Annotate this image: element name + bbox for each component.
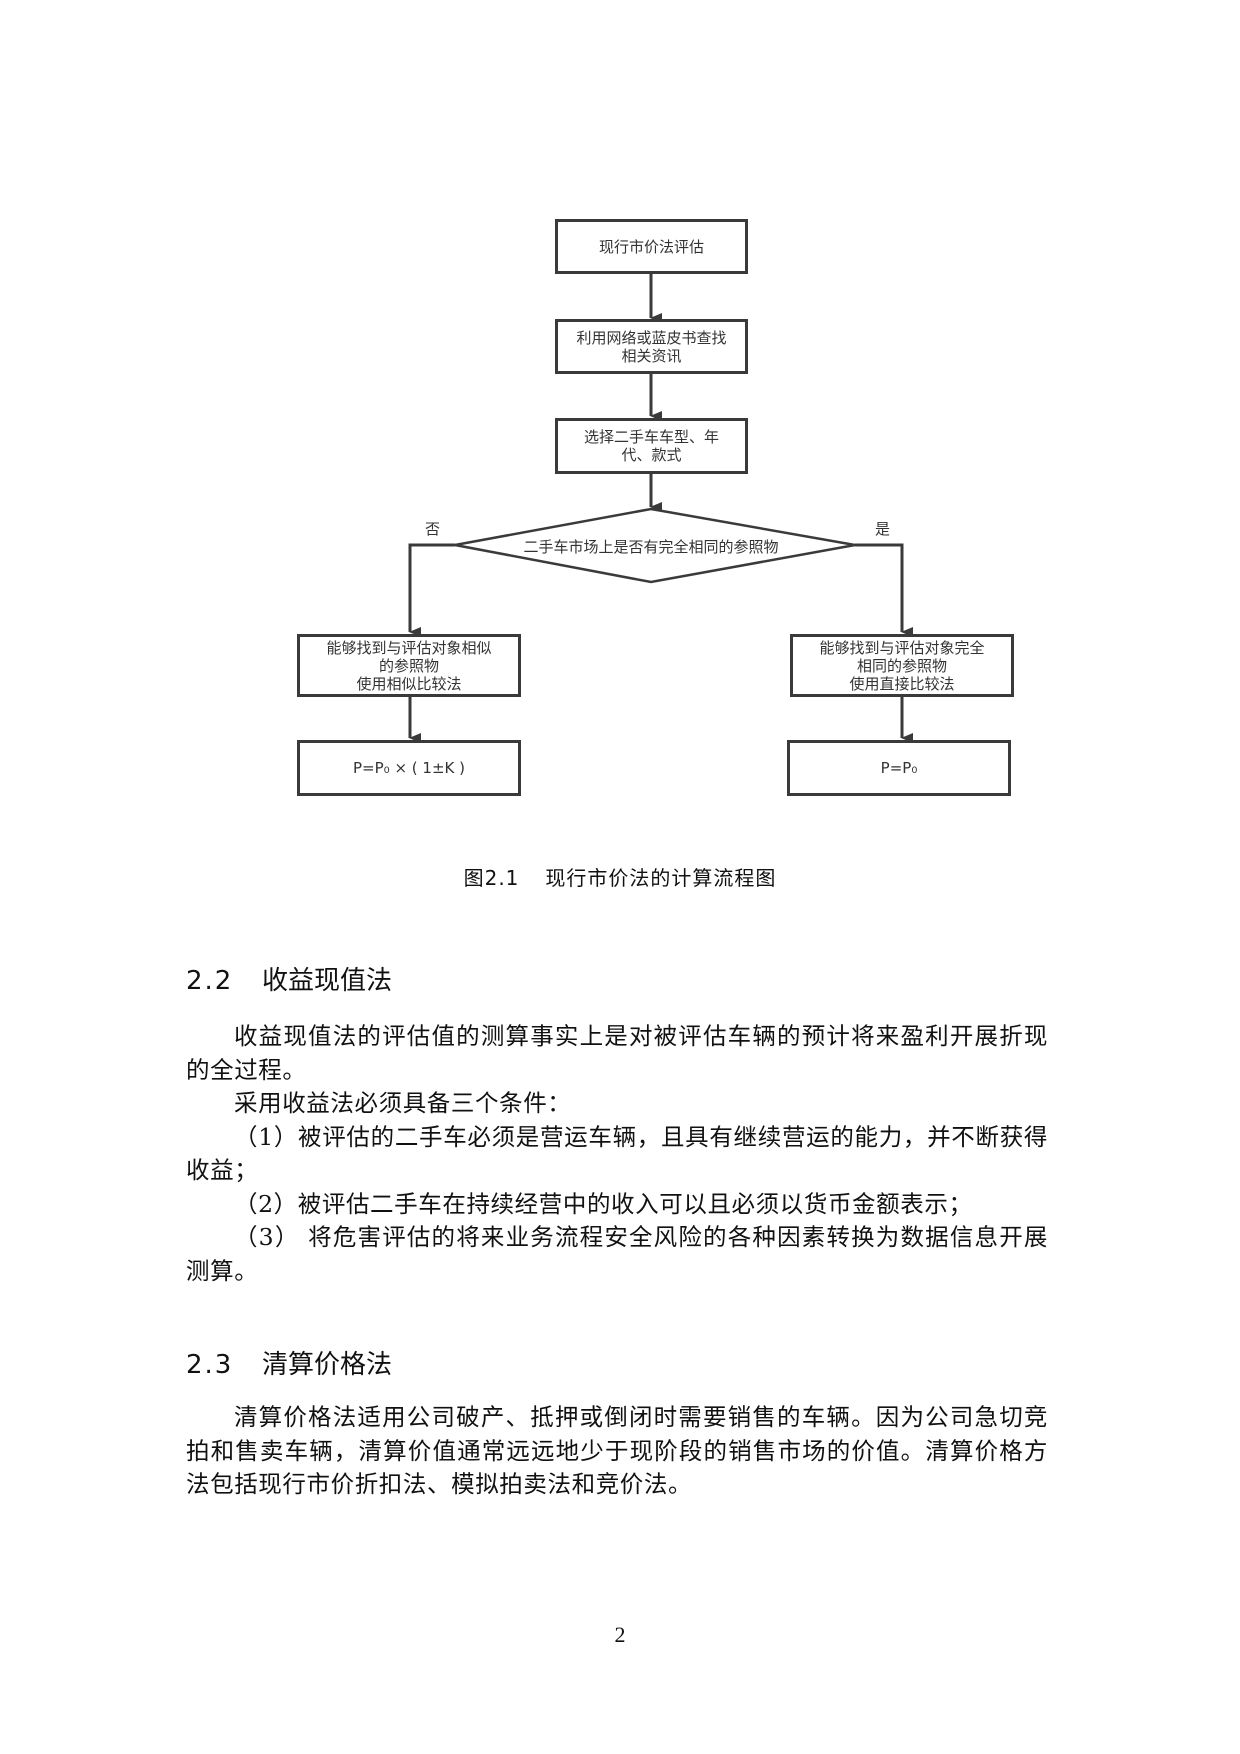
paragraph: 收益现值法的评估值的测算事实上是对被评估车辆的预计将来盈利开展折现的全过程。 xyxy=(186,1022,1048,1084)
paragraph: （3） 将危害评估的将来业务流程安全风险的各种因素转换为数据信息开展测算。 xyxy=(186,1223,1048,1285)
flowchart-connectors xyxy=(408,273,913,743)
flowchart-similar-box: 能够找到与评估对象相似 的参照物 使用相似比较法 xyxy=(297,634,521,697)
section-heading-2-3: 2.3 清算价格法 xyxy=(186,1344,392,1381)
section-heading-2-2: 2.2 收益现值法 xyxy=(186,960,392,997)
flowchart-start-box: 现行市价法评估 xyxy=(555,219,748,274)
flowchart-similar-text: 能够找到与评估对象相似 的参照物 使用相似比较法 xyxy=(326,638,492,693)
flowchart-label-yes: 是 xyxy=(875,520,891,538)
formula-similar: P=P₀ × ( 1±K ) xyxy=(353,759,465,777)
figure-title: 现行市价法的计算流程图 xyxy=(545,866,777,890)
section-2-2-body: 收益现值法的评估值的测算事实上是对被评估车辆的预计将来盈利开展折现的全过程。 采… xyxy=(186,1020,1048,1288)
section-number: 2.2 xyxy=(186,966,234,996)
flowchart: 现行市价法评估 利用网络或蓝皮书查找 相关资讯 选择二手车车型、年 代、款式 二… xyxy=(297,219,1014,796)
paragraph: 清算价格法适用公司破产、抵押或倒闭时需要销售的车辆。因为公司急切竞拍和售卖车辆，… xyxy=(186,1403,1048,1498)
flowchart-step2-text: 选择二手车车型、年 代、款式 xyxy=(583,428,719,464)
flowchart-start-text: 现行市价法评估 xyxy=(598,237,704,256)
paragraph: （1）被评估的二手车必须是营运车辆，且具有继续营运的能力，并不断获得收益； xyxy=(186,1122,1048,1185)
flowchart-similar-result-box: P=P₀ × ( 1±K ) xyxy=(297,740,521,796)
flowchart-identical-text: 能够找到与评估对象完全 相同的参照物 使用直接比较法 xyxy=(819,638,985,693)
flowchart-step2-box: 选择二手车车型、年 代、款式 xyxy=(555,418,748,474)
page-number: 2 xyxy=(614,1622,626,1647)
section-2-3-body: 清算价格法适用公司破产、抵押或倒闭时需要销售的车辆。因为公司急切竞拍和售卖车辆，… xyxy=(186,1401,1048,1502)
flowchart-decision-text: 二手车市场上是否有完全相同的参照物 xyxy=(523,538,779,556)
figure-caption: 图2.1 现行市价法的计算流程图 xyxy=(0,862,1240,891)
paragraph: （2）被评估二手车在持续经营中的收入可以且必须以货币金额表示； xyxy=(234,1189,973,1218)
section-title: 收益现值法 xyxy=(262,966,393,996)
section-title: 清算价格法 xyxy=(262,1350,393,1380)
flowchart-step1-text: 利用网络或蓝皮书查找 相关资讯 xyxy=(576,328,727,365)
paragraph: 采用收益法必须具备三个条件： xyxy=(234,1089,572,1117)
flowchart-identical-result-box: P=P₀ xyxy=(787,740,1011,796)
section-number: 2.3 xyxy=(186,1350,234,1380)
flowchart-label-no: 否 xyxy=(425,520,441,538)
flowchart-identical-box: 能够找到与评估对象完全 相同的参照物 使用直接比较法 xyxy=(790,634,1014,697)
figure-number: 图2.1 xyxy=(463,866,520,890)
formula-identical: P=P₀ xyxy=(880,759,918,777)
flowchart-step1-box: 利用网络或蓝皮书查找 相关资讯 xyxy=(555,319,748,374)
